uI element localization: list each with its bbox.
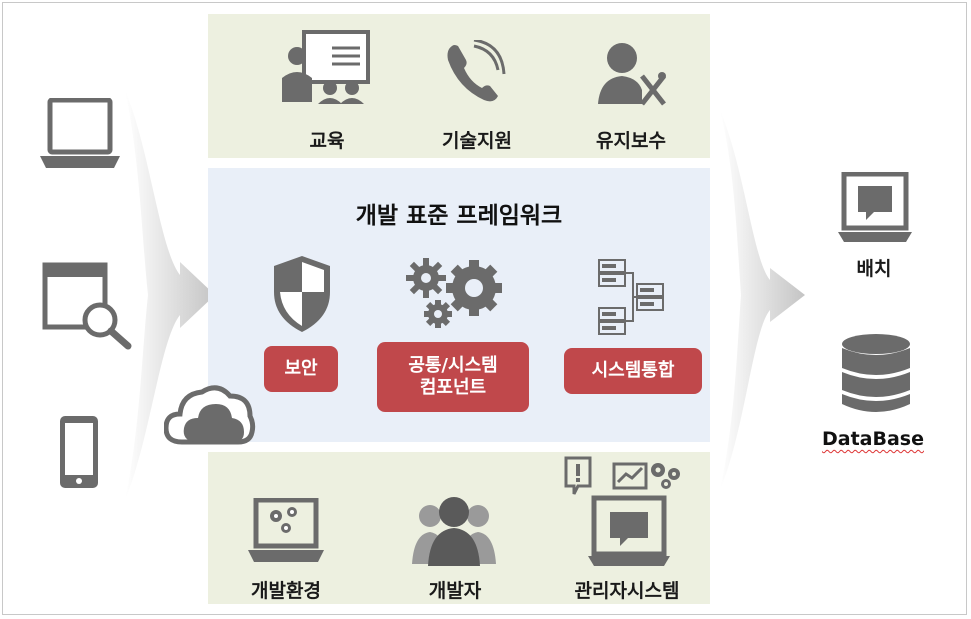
framework-title: 개발 표준 프레임워크	[355, 203, 563, 229]
shield-icon	[274, 256, 330, 332]
database-icon	[842, 334, 910, 412]
component-system-integration: 시스템통합	[564, 348, 702, 394]
maintenance-user-icon	[598, 43, 666, 106]
right-flow-arrow	[720, 110, 805, 490]
gears-icon	[406, 258, 502, 328]
developer-group-icon	[412, 497, 496, 566]
bottom-label-admin-system: 관리자시스템	[574, 580, 680, 602]
presentation-icon	[282, 30, 370, 104]
server-network-icon	[598, 259, 664, 335]
cloud-icon	[164, 385, 256, 445]
laptop-icon	[40, 98, 120, 168]
admin-monitor-icon	[564, 456, 680, 566]
component-common-system: 공통/시스템 컴포넌트	[377, 342, 529, 412]
bottom-label-dev-env: 개발환경	[251, 580, 321, 602]
phone-icon	[447, 40, 506, 102]
dev-laptop-icon	[248, 498, 324, 562]
bottom-label-developer: 개발자	[428, 580, 482, 602]
service-label-maintenance: 유지보수	[596, 130, 666, 152]
output-label-database: DataBase	[822, 428, 924, 450]
browser-search-icon	[42, 262, 132, 350]
service-label-tech-support: 기술지원	[442, 130, 512, 152]
output-label-batch: 배치	[856, 258, 892, 280]
service-label-education: 교육	[309, 130, 345, 152]
smartphone-icon	[60, 416, 98, 488]
component-security: 보안	[264, 346, 338, 392]
left-flow-arrow	[125, 90, 215, 500]
batch-monitor-icon	[838, 172, 912, 242]
